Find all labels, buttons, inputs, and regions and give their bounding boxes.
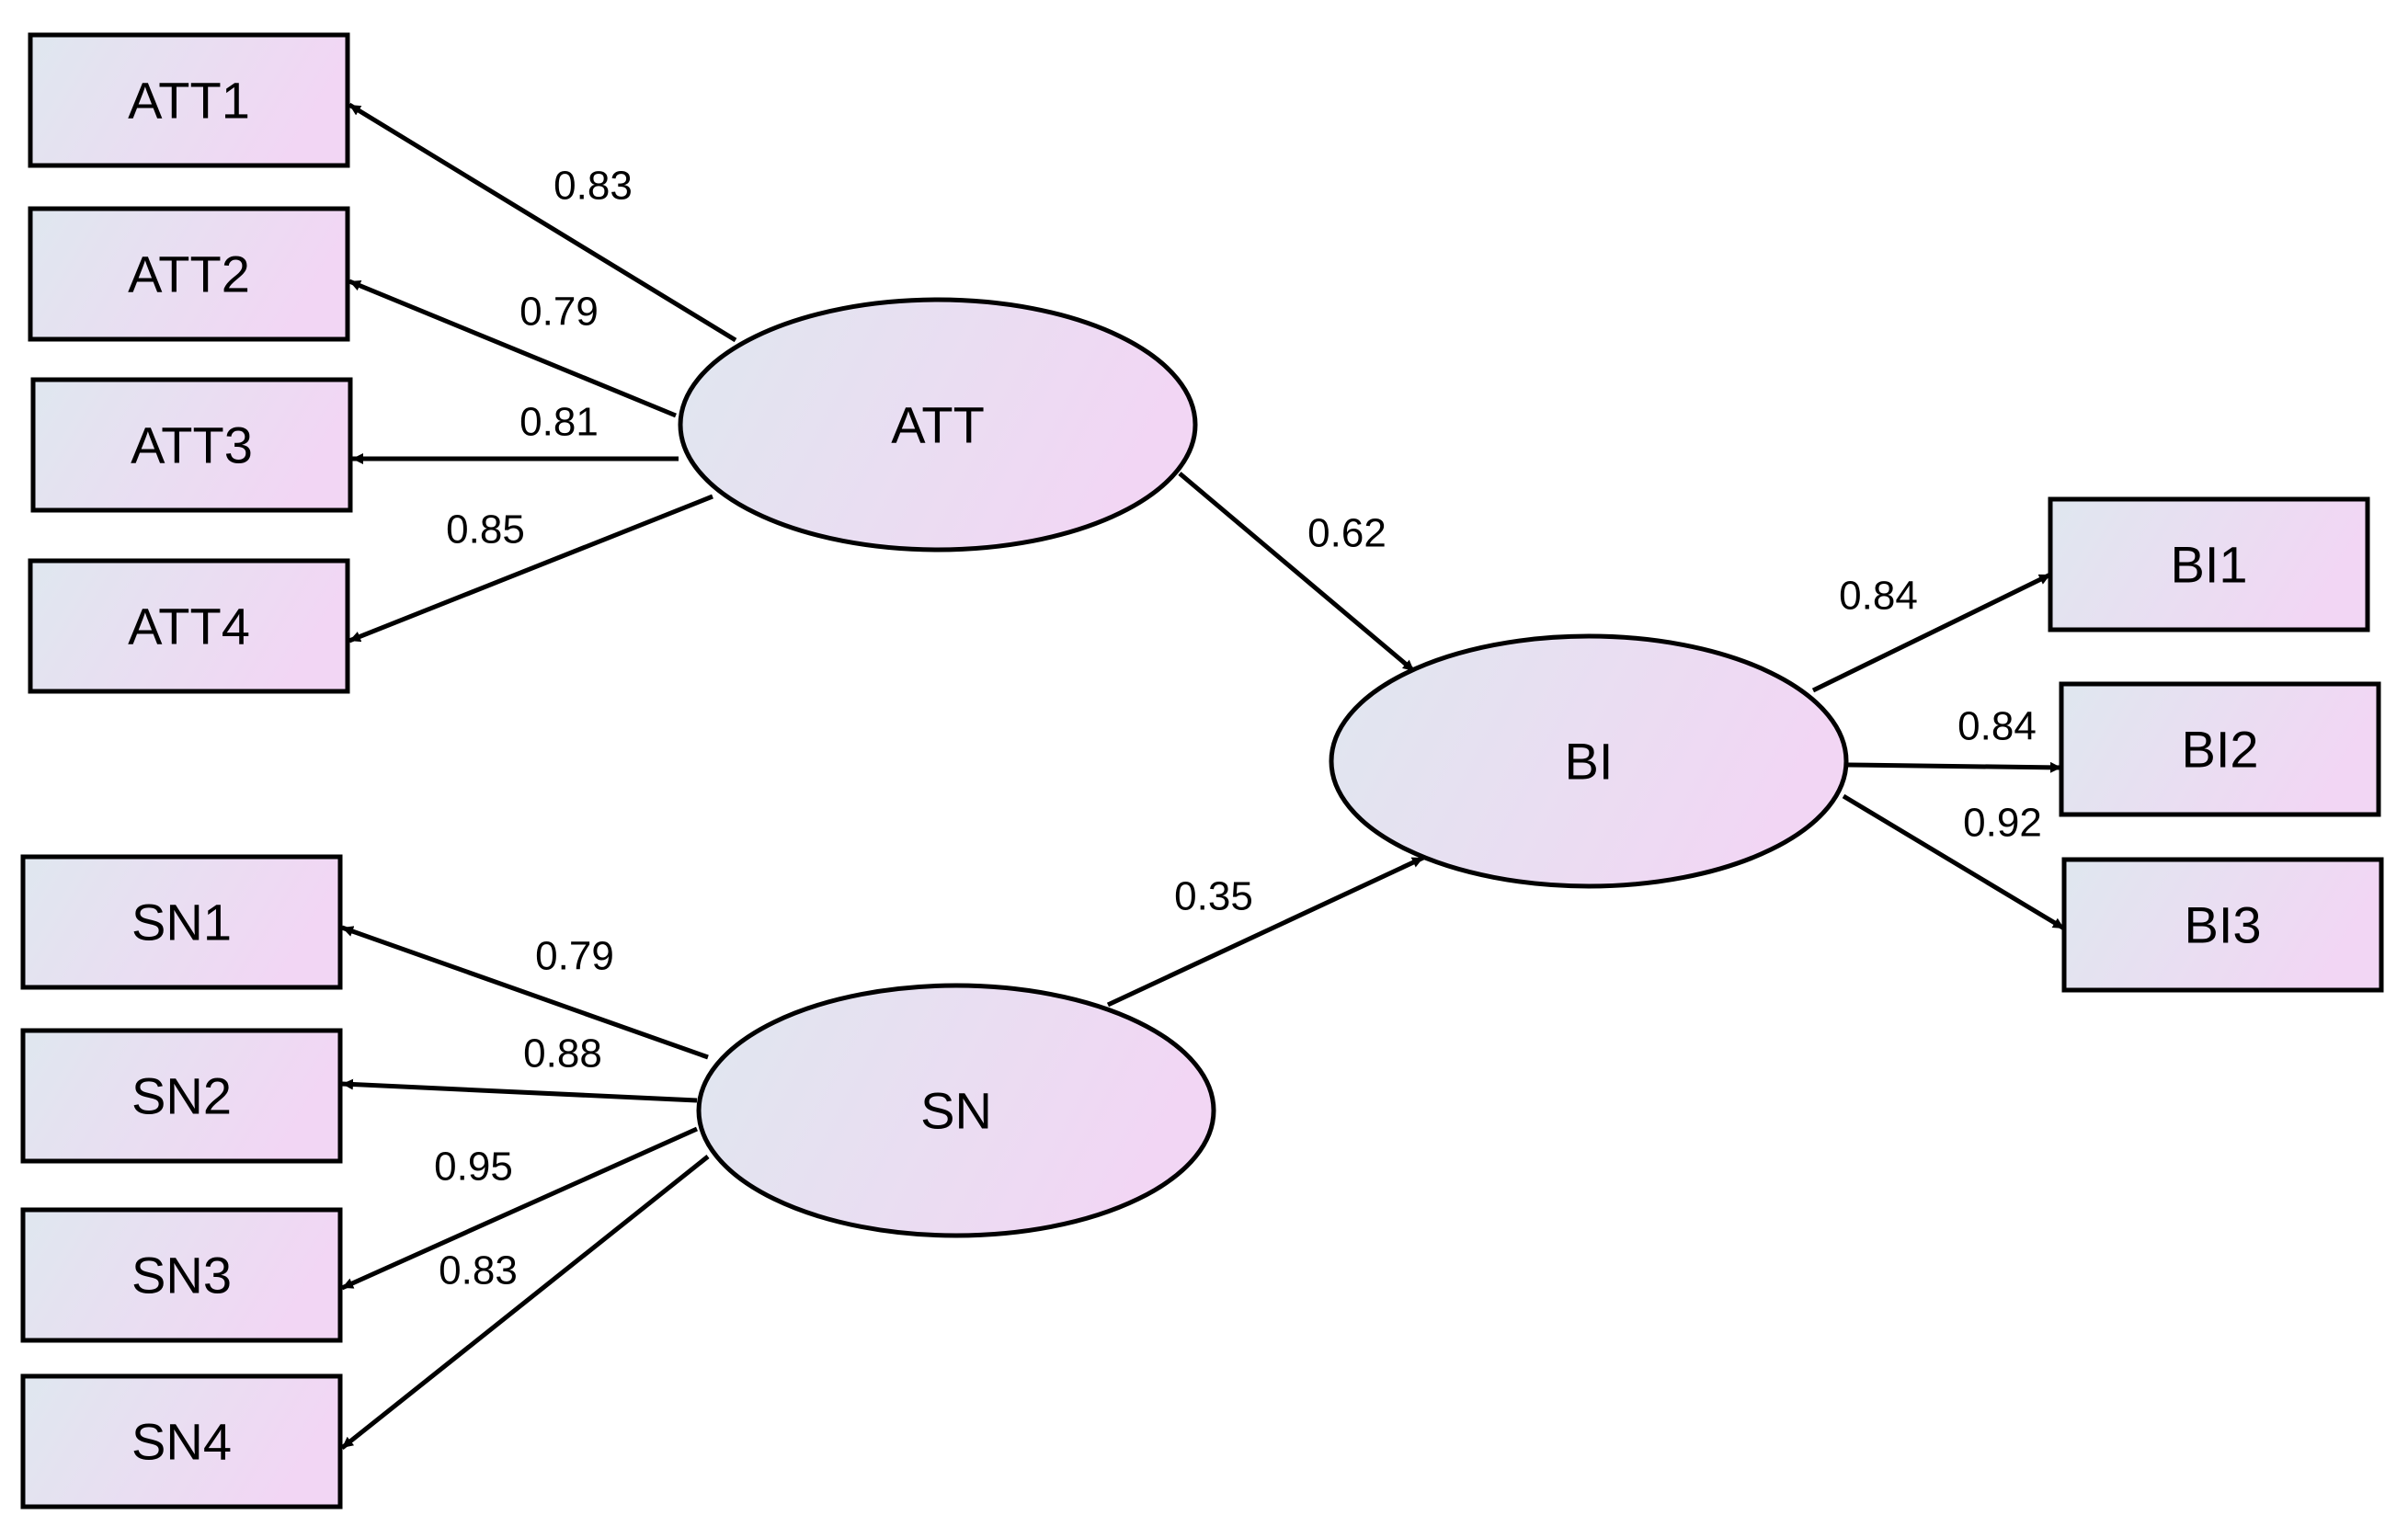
path-arrow-att-att2 (348, 279, 677, 418)
path-arrow-att-bi (1178, 472, 1416, 673)
indicator-label-att3: ATT3 (131, 416, 253, 474)
path-arrow-att-att1 (348, 102, 737, 343)
path-arrow-bi-bi3 (1842, 793, 2066, 931)
indicator-box-sn1 (20, 854, 343, 990)
path-arrow-sn-bi (1106, 855, 1425, 1008)
latent-label-bi: BI (1565, 733, 1614, 791)
indicator-node-sn1: SN1 (20, 854, 343, 990)
indicator-label-sn3: SN3 (131, 1247, 232, 1304)
path-arrow-bi-bi1 (1811, 572, 2052, 693)
latent-label-sn: SN (920, 1082, 992, 1140)
path-coefficient-bi-bi3: 0.92 (1963, 801, 2042, 846)
indicator-label-sn1: SN1 (131, 894, 232, 951)
path-coefficient-att-bi: 0.62 (1307, 511, 1387, 556)
indicator-node-bi2: BI2 (2059, 681, 2381, 817)
indicator-box-att1 (28, 32, 350, 168)
indicator-node-bi1: BI1 (2048, 496, 2370, 632)
indicator-label-att1: ATT1 (128, 72, 250, 130)
path-arrow-bi-bi2 (1847, 761, 2062, 773)
latent-node-bi: BI (1329, 633, 1849, 889)
path-coefficient-sn-bi: 0.35 (1174, 874, 1253, 919)
indicator-label-att2: ATT2 (128, 245, 250, 303)
indicator-box-bi2 (2059, 681, 2381, 817)
path-coefficient-sn-sn4: 0.83 (439, 1248, 518, 1293)
indicator-label-bi1: BI1 (2170, 536, 2247, 594)
path-coefficient-att-att1: 0.83 (553, 164, 633, 209)
latent-ellipse-sn (696, 983, 1216, 1238)
latent-node-att: ATT (678, 297, 1198, 553)
path-arrows (340, 102, 2066, 1450)
indicator-box-sn3 (20, 1207, 343, 1343)
path-coefficient-bi-bi2: 0.84 (1957, 704, 2037, 749)
path-coefficient-att-att2: 0.79 (519, 290, 599, 335)
indicator-node-sn4: SN4 (20, 1373, 343, 1510)
path-coefficient-labels: 0.83 0.79 0.81 0.85 0.79 0.88 0.95 0.83 0.62 0.35… (434, 164, 2042, 1293)
path-arrow-sn-sn2 (341, 1078, 698, 1103)
latent-label-att: ATT (891, 396, 985, 454)
indicator-label-att4: ATT4 (128, 598, 250, 655)
path-coefficient-sn-sn1: 0.79 (535, 934, 614, 979)
indicator-box-sn4 (20, 1373, 343, 1510)
indicator-box-bi3 (2061, 857, 2384, 993)
path-coefficient-sn-sn2: 0.88 (523, 1031, 602, 1077)
indicator-node-bi3: BI3 (2061, 857, 2384, 993)
indicator-label-sn2: SN2 (131, 1067, 232, 1125)
path-coefficient-bi-bi1: 0.84 (1839, 574, 1918, 619)
indicator-label-bi3: BI3 (2184, 896, 2261, 954)
latent-node-sn: SN (696, 983, 1216, 1238)
path-coefficient-att-att3: 0.81 (519, 400, 599, 445)
indicator-box-sn2 (20, 1028, 343, 1164)
path-arrow-sn-sn3 (340, 1126, 699, 1291)
indicator-label-sn4: SN4 (131, 1413, 232, 1471)
path-arrow-sn-sn1 (341, 925, 709, 1060)
indicator-node-att3: ATT3 (30, 377, 353, 513)
indicator-label-bi2: BI2 (2181, 721, 2258, 779)
indicator-node-att4: ATT4 (28, 558, 350, 694)
indicator-box-att4 (28, 558, 350, 694)
path-arrow-att-att4 (348, 494, 713, 644)
indicator-node-sn2: SN2 (20, 1028, 343, 1164)
indicator-box-bi1 (2048, 496, 2370, 632)
indicator-node-att1: ATT1 (28, 32, 350, 168)
latent-ellipse-att (678, 297, 1198, 553)
indicator-box-att2 (28, 206, 350, 342)
indicator-box-att3 (30, 377, 353, 513)
latent-ellipse-bi (1329, 633, 1849, 889)
indicator-node-att2: ATT2 (28, 206, 350, 342)
path-arrow-sn-sn4 (340, 1155, 710, 1450)
path-coefficient-att-att4: 0.85 (446, 507, 525, 553)
indicator-node-sn3: SN3 (20, 1207, 343, 1343)
path-coefficient-sn-sn3: 0.95 (434, 1145, 513, 1190)
